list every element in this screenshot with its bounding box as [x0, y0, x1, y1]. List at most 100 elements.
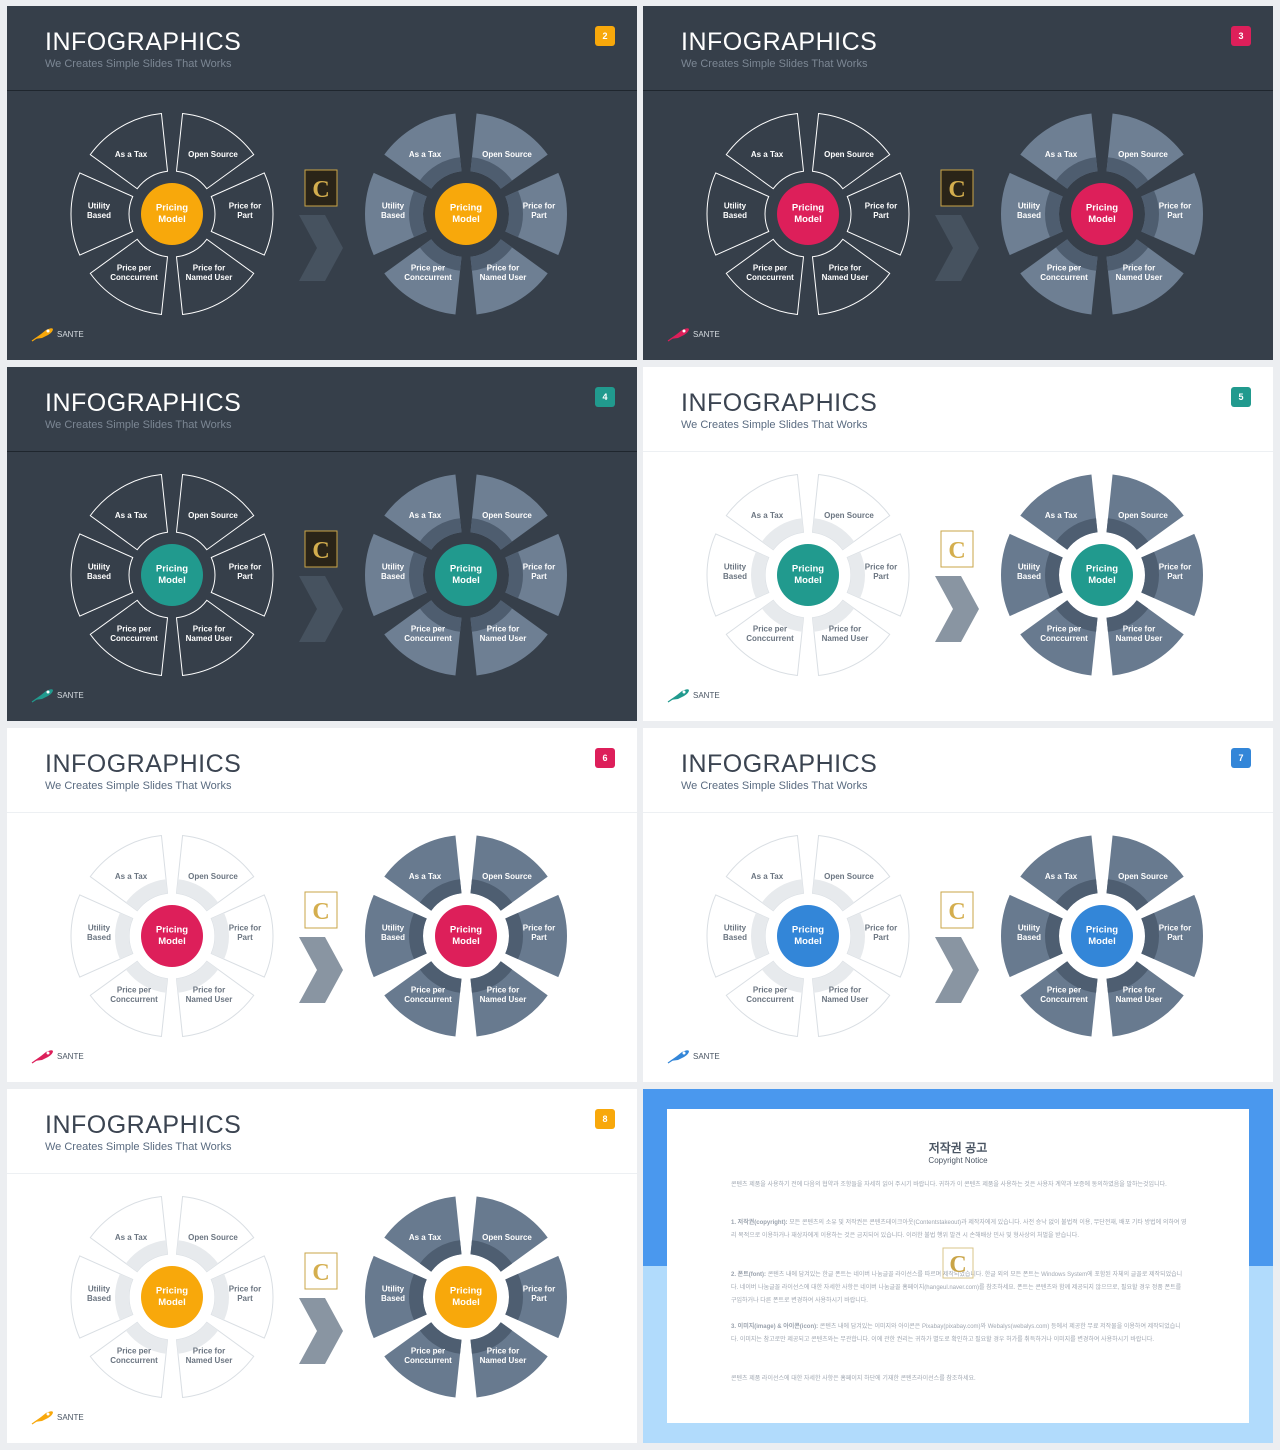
wheel-filled-petal-open-source-label: Open Source: [482, 150, 532, 159]
wheel-outline-petal-price-for-named-user[interactable]: [811, 238, 891, 315]
wheel-filled-petal-price-for-named-user-inner-band: [470, 239, 513, 271]
wheel-filled-petal-utility-based[interactable]: [364, 894, 427, 978]
wheel-outline-petal-as-a-tax-label: As a Tax: [115, 872, 148, 881]
slide-6[interactable]: INFOGRAPHICS We Creates Simple Slides Th…: [7, 728, 637, 1082]
wheel-outline-petal-price-for-part[interactable]: [210, 894, 274, 978]
wheel-outline-petal-utility-based[interactable]: [706, 894, 770, 978]
wheel-outline-center-hub[interactable]: [777, 183, 839, 245]
chevron-arrow-icon: [299, 937, 343, 1003]
slide-7[interactable]: INFOGRAPHICS We Creates Simple Slides Th…: [643, 728, 1273, 1082]
wheel-outline-petal-as-a-tax[interactable]: [725, 113, 805, 190]
wheel-outline-petal-price-for-part[interactable]: [210, 172, 274, 256]
wheel-outline-petal-price-per-concurrent[interactable]: [89, 238, 169, 315]
wheel-outline-center-hub[interactable]: [141, 544, 203, 606]
slide-subtitle: We Creates Simple Slides That Works: [681, 58, 868, 70]
wheel-outline-petal-utility-based-label-line: Based: [87, 1294, 111, 1303]
wheel-outline-petal-utility-based[interactable]: [70, 1255, 134, 1339]
wheel-filled-center-hub[interactable]: [435, 544, 497, 606]
wheel-filled-petal-utility-based[interactable]: [364, 533, 427, 617]
copyright-slide[interactable]: 저작권 공고 Copyright Notice 콘텐츠 제품을 사용하기 전에 …: [643, 1089, 1273, 1443]
wheel-outline-petal-price-for-part-label-line: Price for: [865, 562, 897, 571]
wheel-filled-center-hub[interactable]: [435, 1266, 497, 1328]
wheel-filled-petal-utility-based[interactable]: [364, 1255, 427, 1339]
wheel-outline-petal-as-a-tax-label-line: As a Tax: [115, 150, 148, 159]
wheel-filled-petal-price-for-part[interactable]: [1141, 894, 1203, 978]
wheel-outline-center-hub[interactable]: [777, 544, 839, 606]
slide-3[interactable]: INFOGRAPHICS We Creates Simple Slides Th…: [643, 6, 1273, 360]
wheel-outline-petal-utility-based[interactable]: [70, 172, 134, 256]
wheel-outline-petal-as-a-tax[interactable]: [89, 113, 169, 190]
wheel-filled-petal-price-for-part[interactable]: [1141, 172, 1203, 256]
wheel-outline-petal-price-for-part[interactable]: [846, 172, 910, 256]
header-divider: [7, 451, 637, 452]
wheel-outline-petal-price-for-part[interactable]: [210, 1255, 274, 1339]
wheel-outline-petal-price-for-part[interactable]: [846, 533, 910, 617]
wheel-filled-center-hub[interactable]: [435, 905, 497, 967]
contents-c-badge-icon: C: [304, 891, 338, 929]
wheel-outline-petal-as-a-tax-label-line: As a Tax: [751, 150, 784, 159]
wheel-filled-petal-open-source-inner-band: [470, 1240, 513, 1272]
wheel-outline-petal-as-a-tax[interactable]: [89, 474, 169, 551]
wheel-filled-petal-utility-based-inner-band: [1045, 912, 1063, 960]
wheel-outline-center-hub[interactable]: [141, 905, 203, 967]
slide-5[interactable]: INFOGRAPHICS We Creates Simple Slides Th…: [643, 367, 1273, 721]
wheel-filled-petal-price-for-part-label-line: Part: [1167, 211, 1183, 220]
wheel-filled-petal-price-for-part-inner-band: [1141, 190, 1159, 238]
slide-2[interactable]: INFOGRAPHICS We Creates Simple Slides Th…: [7, 6, 637, 360]
wheel-outline-petal-price-for-named-user[interactable]: [175, 238, 255, 315]
wheel-outline-petal-price-per-concurrent[interactable]: [725, 238, 805, 315]
wheel-outline-center-label-line: Pricing: [792, 564, 824, 575]
wheel-outline-petal-open-source[interactable]: [175, 474, 255, 551]
wheel-filled-petal-utility-based[interactable]: [1001, 533, 1063, 617]
wheel-outline-petal-price-per-concurrent[interactable]: [89, 599, 169, 676]
wheel-filled-petal-price-for-named-user-label-line: Named User: [480, 995, 527, 1004]
wheel-filled-petal-utility-based-inner-band: [409, 912, 427, 960]
wheel-outline-petal-price-for-part[interactable]: [210, 533, 274, 617]
brand-name: SANTE: [693, 691, 720, 700]
wheel-filled-petal-utility-based[interactable]: [364, 172, 427, 256]
wheel-outline-petal-price-per-concurrent-label-line: Price per: [117, 1346, 151, 1355]
wheel-filled-center-hub[interactable]: [435, 183, 497, 245]
wheel-outline-center-hub[interactable]: [141, 1266, 203, 1328]
slide-4[interactable]: INFOGRAPHICS We Creates Simple Slides Th…: [7, 367, 637, 721]
wheel-filled-petal-utility-based-label-line: Based: [381, 211, 405, 220]
contents-c-badge-icon: C: [304, 1252, 338, 1290]
wheel-filled-petal-price-for-part[interactable]: [505, 894, 567, 978]
wheel-filled-center-hub[interactable]: [1071, 183, 1133, 245]
wheel-outline-petal-open-source[interactable]: [175, 113, 255, 190]
wheel-filled-center-hub[interactable]: [1071, 544, 1133, 606]
wheel-outline-petal-open-source[interactable]: [811, 113, 891, 190]
brand-name: SANTE: [57, 1052, 84, 1061]
slide-8[interactable]: INFOGRAPHICS We Creates Simple Slides Th…: [7, 1089, 637, 1443]
wheel-filled-petal-utility-based[interactable]: [1001, 894, 1063, 978]
wheel-outline-petal-price-for-named-user-inner-band: [812, 961, 855, 993]
wheel-filled-petal-price-for-part[interactable]: [505, 533, 567, 617]
wheel-filled-petal-price-for-part[interactable]: [505, 1255, 567, 1339]
wheel-outline-petal-price-for-named-user[interactable]: [175, 599, 255, 676]
wheel-filled-petal-price-for-part[interactable]: [1141, 533, 1203, 617]
wheel-filled-petal-price-for-part[interactable]: [505, 172, 567, 256]
wheel-filled-petal-as-a-tax-label: As a Tax: [409, 150, 442, 159]
wheel-outline-center-label-line: Model: [158, 1297, 185, 1308]
copyright-paragraph-2-body: 콘텐츠 내에 담겨있는 한글 폰트는 네이버 나눔글꼴 라이선스를 따르며 제작…: [731, 1272, 1183, 1304]
wheel-filled-petal-open-source-inner-band: [1106, 518, 1149, 550]
wheel-filled-petal-as-a-tax-label-line: As a Tax: [409, 511, 442, 520]
wheel-outline-petal-utility-based[interactable]: [706, 172, 770, 256]
wheel-outline-center-hub[interactable]: [141, 183, 203, 245]
wheel-filled-petal-utility-based[interactable]: [1001, 172, 1063, 256]
wheel-filled-center-hub[interactable]: [1071, 905, 1133, 967]
wheel-outline-center-hub[interactable]: [777, 905, 839, 967]
wheel-outline-petal-as-a-tax-label-line: As a Tax: [115, 511, 148, 520]
wheel-outline-petal-utility-based[interactable]: [706, 533, 770, 617]
wheel-outline-petal-price-for-part-label-line: Part: [873, 572, 889, 581]
wheel-outline-petal-price-for-part[interactable]: [846, 894, 910, 978]
wheel-outline-petal-utility-based[interactable]: [70, 533, 134, 617]
wheel-outline-petal-utility-based[interactable]: [70, 894, 134, 978]
wheel-filled-center-label-line: Pricing: [1086, 925, 1118, 936]
